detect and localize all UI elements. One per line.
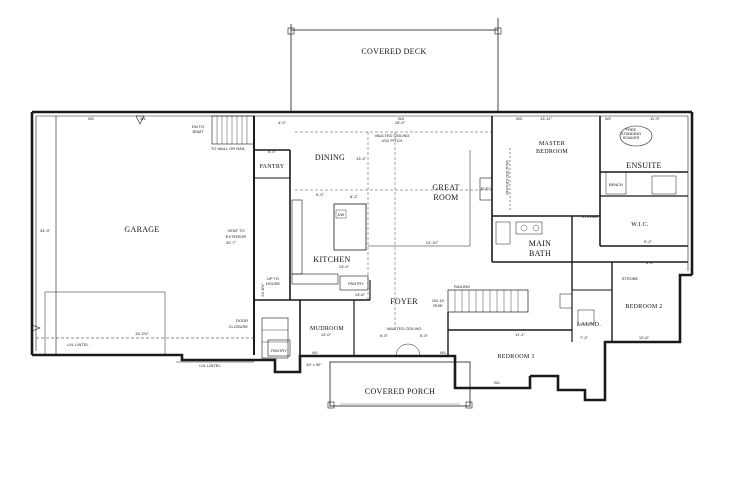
great-room-walls bbox=[469, 116, 493, 262]
dim-4-0: 4'-0" bbox=[278, 120, 287, 125]
pantry-label: PANTRY bbox=[260, 164, 285, 170]
bench-label: BENCH bbox=[609, 182, 623, 187]
dw-label: DW bbox=[338, 212, 345, 217]
dim-6-5b: 6'-5" bbox=[420, 333, 429, 338]
garage-dim-right: 32'-7" bbox=[226, 240, 237, 245]
up-to-house-2: HOUSE bbox=[266, 281, 281, 286]
master-walls bbox=[492, 116, 688, 247]
great-room-label-2: ROOM bbox=[433, 193, 458, 202]
dim-11-9: 11'-9" bbox=[650, 116, 660, 121]
w3-top: W3 bbox=[516, 116, 523, 121]
covered-deck-area bbox=[287, 18, 502, 113]
covered-porch-area bbox=[327, 361, 473, 409]
exterior-walls-inner bbox=[35, 115, 689, 351]
wall-or-rail: TO WALL OR RAIL bbox=[211, 146, 246, 151]
vent-note-1: VENT TO bbox=[227, 228, 244, 233]
w1-garage: W1 bbox=[88, 116, 95, 121]
pitch-note: 4/12 PITCH bbox=[382, 138, 403, 143]
strobe-1: STROBE bbox=[582, 214, 599, 219]
dn-to-bsmt-2: BSMT bbox=[192, 129, 204, 134]
risers: RISE bbox=[433, 303, 443, 308]
dim-13-9: 13'-9" bbox=[339, 264, 350, 269]
master-bedroom-label-2: BEDROOM bbox=[536, 149, 568, 155]
railing: RAILING bbox=[454, 284, 470, 289]
up-to-house-1: UP TO bbox=[267, 276, 279, 281]
w1-porch-2: W1 bbox=[440, 350, 447, 355]
dim-9-2: 9'-2" bbox=[644, 239, 653, 244]
w1-right: W1 bbox=[605, 116, 612, 121]
exterior-walls bbox=[30, 110, 694, 402]
bedroom-2-label: BEDROOM 2 bbox=[625, 304, 662, 310]
dim-13-11: 13'-11" bbox=[540, 116, 553, 121]
free-standing-1: FREE bbox=[626, 127, 637, 132]
vent-note-2: EXTERIOR bbox=[226, 234, 247, 239]
watermark: Keller Williams Realty Centres, Brokerag… bbox=[249, 446, 491, 461]
dim-10-6: 10'-6" bbox=[639, 335, 650, 340]
covered-porch-label: COVERED PORCH bbox=[365, 387, 435, 396]
small-pantry-label: PANTRY bbox=[271, 348, 287, 353]
covered-deck-label: COVERED DECK bbox=[361, 47, 426, 56]
great-room-label-1: GREAT bbox=[432, 183, 459, 192]
soaker-label: SOAKER bbox=[623, 135, 640, 140]
lvl-lintel-2: LVL LINTEL bbox=[199, 363, 221, 368]
laundry-label: LAUND. bbox=[577, 322, 601, 328]
kitchen-walls bbox=[254, 131, 492, 357]
dim-8-2: 8'-2" bbox=[350, 194, 359, 199]
garage-dim-left: 34'-3" bbox=[40, 228, 51, 233]
w1-porch: W1 bbox=[312, 350, 319, 355]
garage-label: GARAGE bbox=[124, 225, 159, 234]
mudroom-label: MUDROOM bbox=[310, 326, 344, 332]
door-closure-2: CLOSURE bbox=[229, 324, 249, 329]
pantry-label-2: PANTRY bbox=[348, 281, 364, 286]
dim-5-0: 5'-0" bbox=[316, 192, 325, 197]
dim-13-10: 13'-10" bbox=[426, 240, 439, 245]
master-bedroom-label-1: MASTER bbox=[539, 141, 565, 147]
vaulted-master: VAULTED CEILING bbox=[505, 160, 510, 195]
dn-to-bsmt-1: DN TO bbox=[192, 124, 204, 129]
dim-10-0: 10'-0" bbox=[321, 332, 332, 337]
lvl-lintel-1: LVL LINTEL bbox=[67, 342, 89, 347]
dim-40: 40' x 90" bbox=[306, 362, 322, 367]
dim-13-6: 13'-6" bbox=[355, 292, 366, 297]
ensuite-label: ENSUITE bbox=[626, 161, 661, 170]
kitchen-label: KITCHEN bbox=[313, 255, 350, 264]
dim-11-1: 11'-1" bbox=[515, 332, 525, 337]
garage-walls bbox=[31, 115, 289, 363]
dim-18-0: 18'-0" bbox=[395, 120, 406, 125]
free-standing-2: STANDING bbox=[621, 131, 641, 136]
dim-13-4: 13'-4" bbox=[356, 156, 367, 161]
foyer-walls bbox=[395, 289, 573, 357]
garage-dim-bottom: 34'-2½" bbox=[135, 331, 149, 336]
dim-24-8: 24'-8½" bbox=[260, 283, 265, 297]
w1-garage-b: W1 bbox=[140, 116, 147, 121]
dim-6-0: 6'-0" bbox=[268, 149, 277, 154]
main-bath-label-1: MAIN bbox=[529, 239, 552, 248]
dining-label: DINING bbox=[315, 153, 345, 162]
dim-7-2: 7'-2" bbox=[580, 335, 589, 340]
elec-label: ELEC bbox=[481, 186, 492, 191]
door-closure-1: DOOR bbox=[236, 318, 248, 323]
vaulted-ceiling-note: VAULTED CEILING bbox=[375, 133, 410, 138]
vaulted-ceiling-foyer: VAULTED CEILING bbox=[387, 326, 422, 331]
w4-top: W4 bbox=[398, 116, 405, 121]
dn-risers: DN 15 bbox=[432, 298, 444, 303]
foyer-label: FOYER bbox=[390, 297, 418, 306]
bedroom2-walls bbox=[559, 261, 688, 342]
dim-6-5a: 6'-5" bbox=[380, 333, 389, 338]
strobe-2: STROBE bbox=[622, 276, 639, 281]
main-bath-label-2: BATH bbox=[529, 249, 551, 258]
bedroom-3-label: BEDROOM 3 bbox=[497, 354, 534, 360]
wic-label: W.I.C. bbox=[631, 222, 649, 228]
main-bath-walls bbox=[492, 216, 573, 290]
w1-bed3: W1 bbox=[494, 380, 501, 385]
